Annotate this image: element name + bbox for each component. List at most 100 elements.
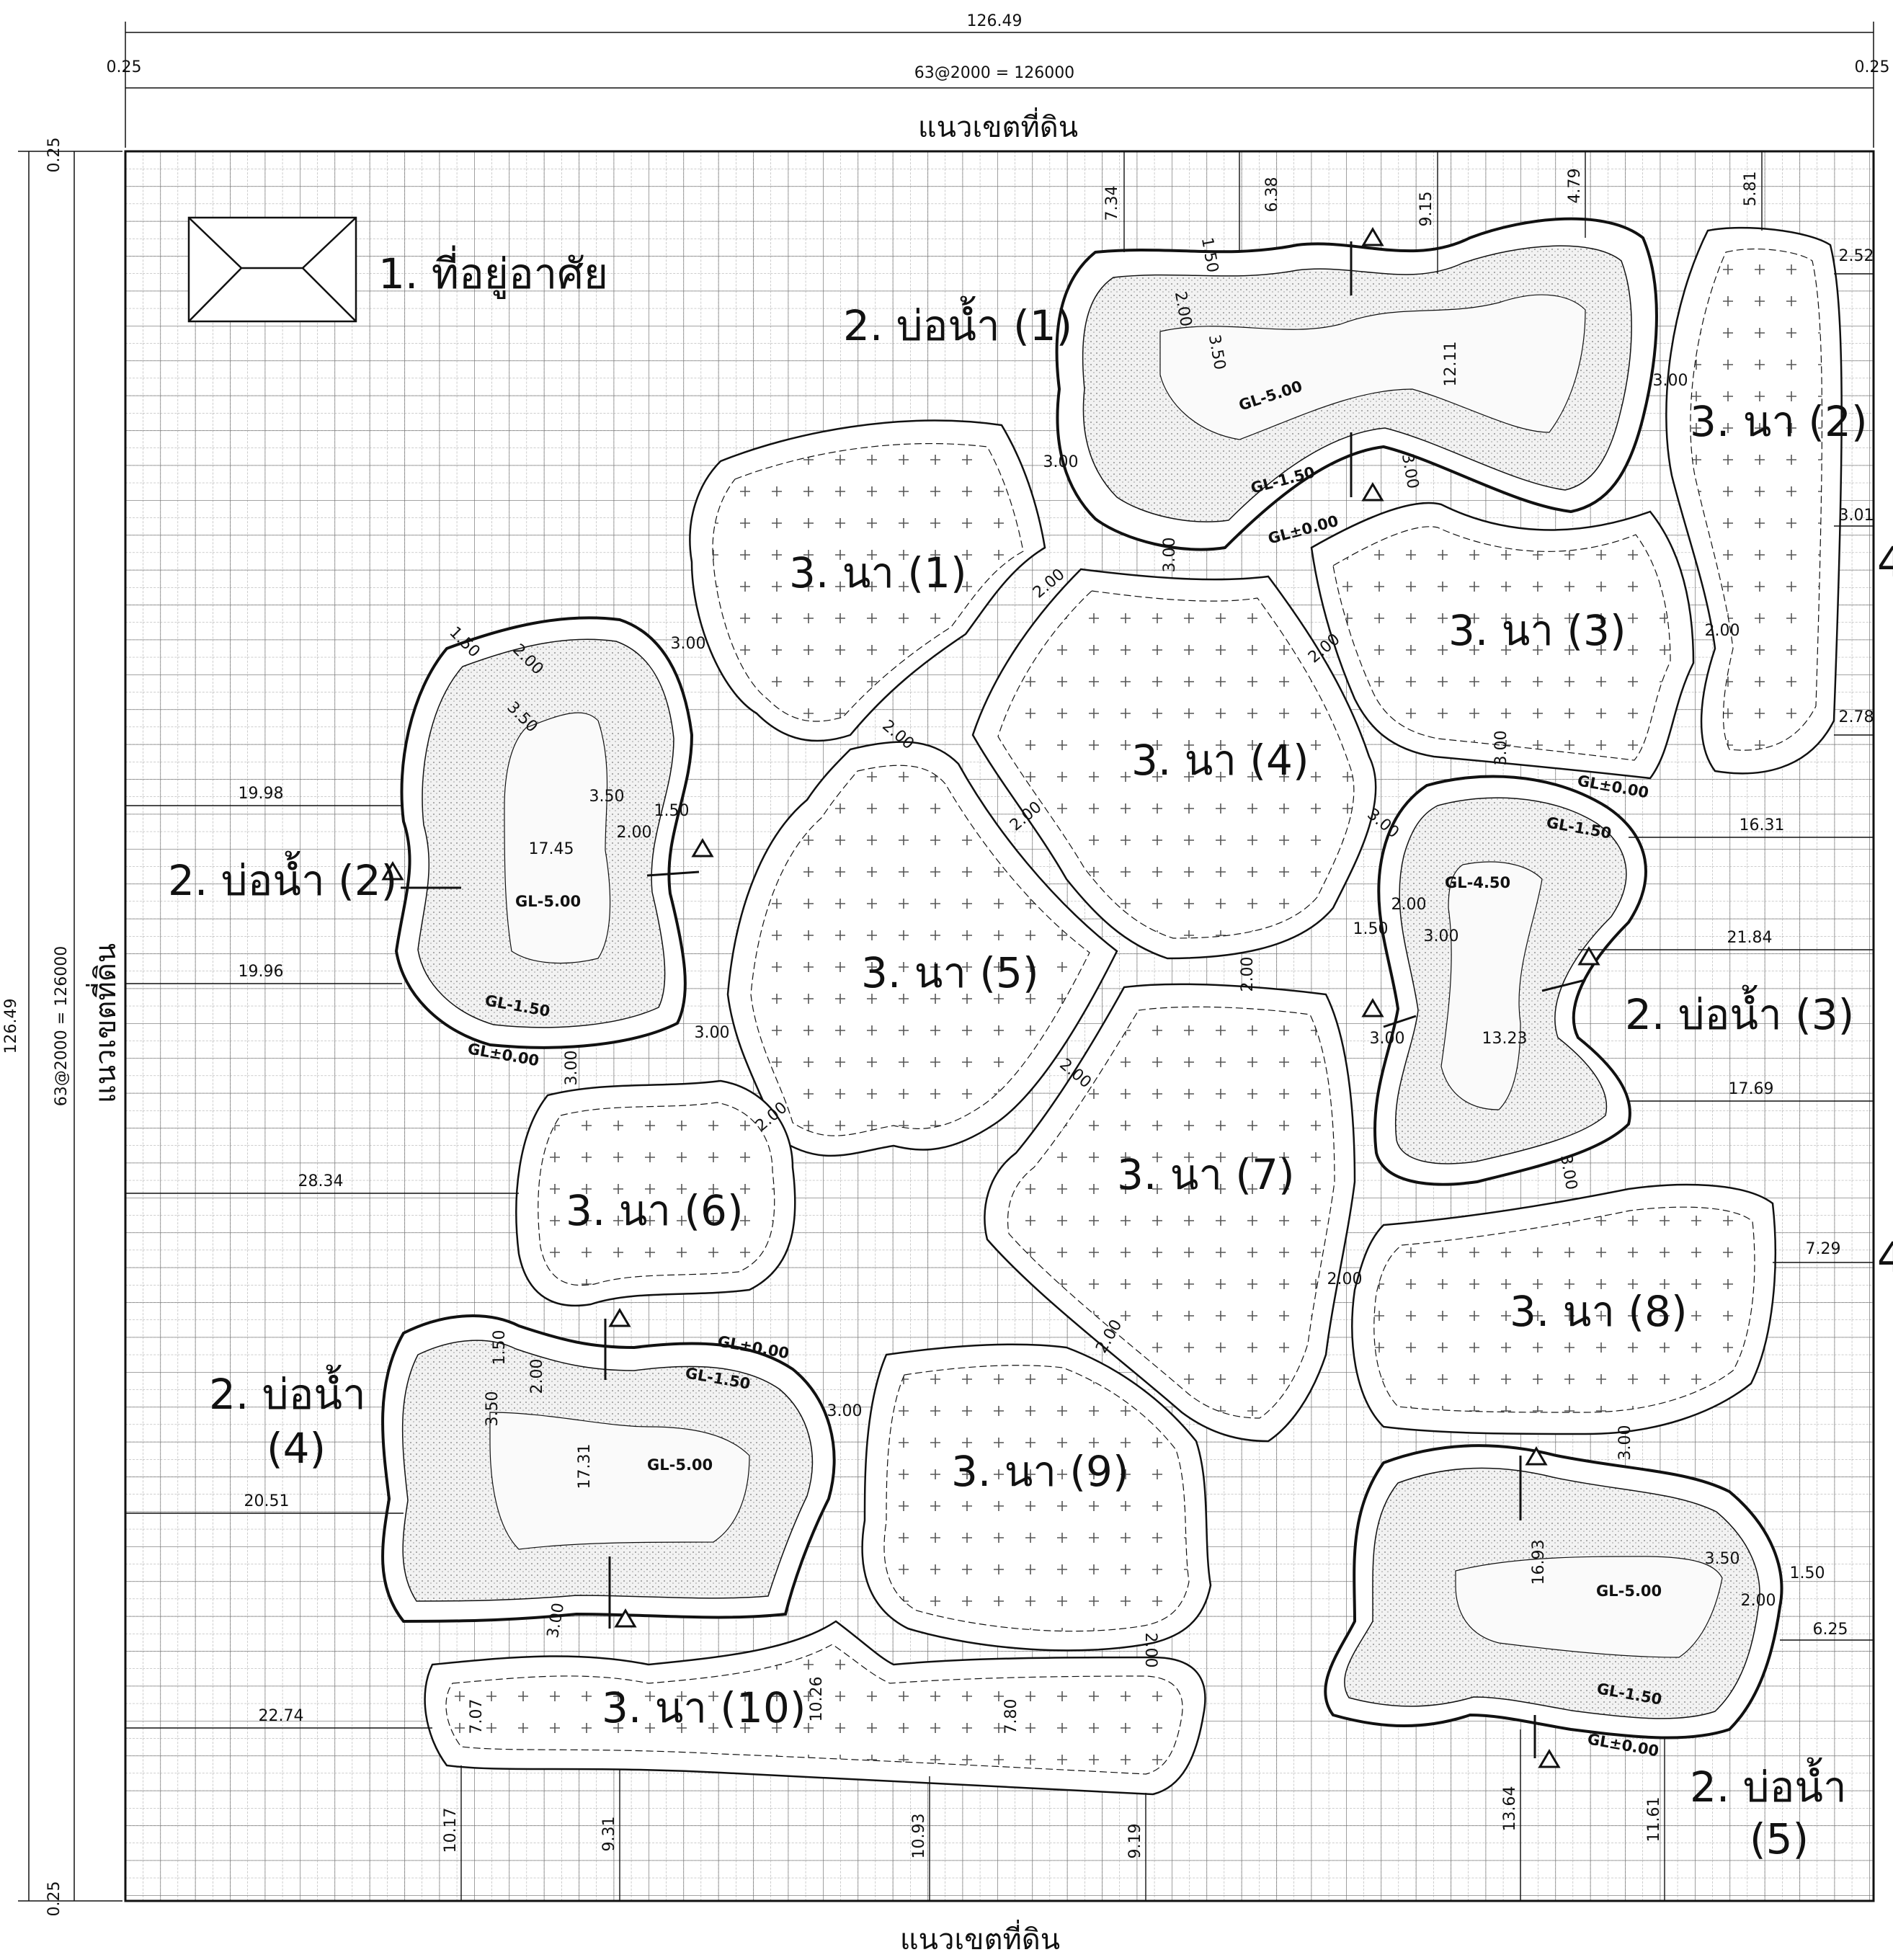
pond-4-area — [381, 1314, 836, 1623]
dim-p5-b: 6.25 — [1813, 1621, 1848, 1639]
dim-p4-b: 17.31 — [576, 1444, 594, 1489]
dim-p3-a: 16.31 — [1740, 816, 1785, 834]
pond-3-label: 2. บ่อน้ำ (3) — [1625, 985, 1854, 1039]
boundary-label-top: แนวเขตที่ดิน — [918, 107, 1078, 144]
field-2-area — [1665, 226, 1843, 775]
dim-p4-w350: 3.50 — [484, 1391, 502, 1427]
level-pond5-bottom: GL-5.00 — [1596, 1582, 1662, 1600]
field-4-area — [971, 568, 1377, 960]
field-6-label: 3. นา (6) — [566, 1186, 744, 1235]
dim-p3-gap-2: 3.00 — [1370, 1030, 1405, 1048]
field-1-label: 3. นา (1) — [789, 548, 967, 597]
dim-p4-a: 20.51 — [244, 1492, 290, 1510]
dim-f10-b: 10.26 — [808, 1677, 826, 1722]
residence-label: 1. ที่อยู่อาศัย — [378, 245, 608, 299]
dim-f4-gap-4: 2.00 — [1239, 957, 1257, 992]
dim-p2-w200-b: 2.00 — [617, 824, 652, 842]
edge-offset-left-top: 0.25 — [45, 138, 63, 173]
dim-p2-c: 17.45 — [529, 840, 574, 858]
dim-p1-d: 4.79 — [1566, 169, 1584, 204]
dim-p3-w200: 2.00 — [1391, 896, 1427, 914]
pond-4-label-line2: (4) — [267, 1424, 326, 1473]
dim-p4-gap-1: 3.00 — [827, 1402, 863, 1420]
dim-p2-gap-1: 3.00 — [671, 635, 706, 653]
dim-l-a: 28.34 — [298, 1172, 344, 1190]
pond-5-label-line1: 2. บ่อน้ำ — [1690, 1758, 1847, 1812]
overall-height-label: 126.49 — [2, 999, 20, 1054]
edge-label-4-bottom: 4 — [1877, 1233, 1893, 1282]
dim-p3-d: 13.23 — [1482, 1030, 1528, 1048]
dim-b-b: 9.31 — [600, 1817, 618, 1852]
level-pond2-bottom: GL-5.00 — [515, 893, 581, 910]
edge-offset-left-bottom: 0.25 — [45, 1881, 63, 1917]
dim-p2-gap-2: 3.00 — [695, 1024, 730, 1042]
boundary-label-left: แนวเขตที่ดิน — [86, 943, 123, 1103]
dim-p1-f: 12.11 — [1442, 342, 1460, 387]
dim-p5-a: 16.93 — [1530, 1540, 1548, 1585]
dim-p3-gap-1: 3.00 — [1492, 731, 1510, 766]
fields-layer — [424, 226, 1843, 1796]
dim-b-d: 9.19 — [1126, 1824, 1144, 1859]
pond-4-label-line1: 2. บ่อน้ำ — [209, 1365, 366, 1419]
dim-p5-w150: 1.50 — [1790, 1564, 1825, 1582]
dim-p4-w150: 1.50 — [491, 1330, 509, 1366]
pond-2-area — [394, 616, 694, 1049]
dimension-lines — [125, 151, 1874, 1901]
dim-p3-w150: 1.50 — [1353, 920, 1389, 938]
dim-b-e: 13.64 — [1501, 1786, 1519, 1832]
dim-p3-c: 17.69 — [1729, 1080, 1774, 1098]
field-8-label: 3. นา (8) — [1510, 1287, 1688, 1336]
field-10-area — [424, 1620, 1206, 1796]
edge-offset-top-right: 0.25 — [1855, 58, 1890, 76]
dim-f3-gap: 2.00 — [1705, 622, 1740, 640]
level-pond3-bottom: GL-4.50 — [1445, 874, 1510, 891]
field-3-label: 3. นา (3) — [1448, 606, 1626, 655]
dim-r-c: 2.78 — [1839, 708, 1874, 726]
dim-f7-gap-1: 2.00 — [1327, 1270, 1363, 1288]
dim-r-a: 2.52 — [1839, 247, 1874, 265]
edge-offset-top-left: 0.25 — [107, 58, 142, 76]
field-5-area — [726, 741, 1118, 1157]
field-7-area — [984, 983, 1356, 1443]
dim-p1-gap-4: 3.00 — [1653, 372, 1688, 390]
dim-p2-gap-3: 3.00 — [563, 1051, 581, 1086]
dim-b-a: 10.17 — [442, 1808, 460, 1853]
pond-3-area — [1373, 775, 1647, 1186]
overall-dimensions — [18, 22, 1874, 1902]
dim-p2-w150-b: 1.50 — [654, 802, 690, 820]
pond-5-area — [1324, 1444, 1783, 1740]
boundary-label-bottom: แนวเขตที่ดิน — [900, 1920, 1060, 1956]
dim-p1-e: 5.81 — [1742, 172, 1760, 207]
field-6-area — [515, 1079, 796, 1307]
field-3-area — [1310, 502, 1695, 780]
field-9-label: 3. นา (9) — [951, 1447, 1129, 1496]
dim-p1-gap-2: 3.00 — [1161, 538, 1179, 573]
dim-p4-w200: 2.00 — [528, 1359, 546, 1394]
grid-spec-left-label: 63@2000 = 126000 — [53, 946, 71, 1106]
dim-p1-a: 7.34 — [1103, 186, 1121, 221]
dim-p1-c: 9.15 — [1417, 192, 1435, 227]
overall-width-label: 126.49 — [967, 12, 1023, 30]
dim-r-b: 3.01 — [1839, 507, 1874, 525]
pond-1-label: 2. บ่อน้ำ (1) — [843, 296, 1072, 350]
dim-f10-c: 7.80 — [1002, 1699, 1020, 1734]
dim-p2-b: 19.96 — [239, 963, 284, 981]
field-5-label: 3. นา (5) — [861, 948, 1039, 997]
dim-p5-gap: 3.00 — [1616, 1425, 1634, 1461]
dim-b-c: 10.93 — [910, 1814, 928, 1859]
dim-p2-w350-b: 3.50 — [589, 788, 625, 806]
pond-2-label: 2. บ่อน้ำ (2) — [168, 851, 397, 905]
ponds-layer — [381, 217, 1783, 1740]
field-8-area — [1351, 1183, 1776, 1435]
dim-p5-w350: 3.50 — [1705, 1550, 1740, 1568]
field-1-area — [689, 419, 1046, 742]
grid-spec-top-label: 63@2000 = 126000 — [914, 64, 1074, 82]
field-9-area — [861, 1343, 1212, 1652]
dim-p3-b: 21.84 — [1727, 929, 1773, 947]
dim-f10-a: 7.07 — [468, 1699, 486, 1734]
field-2-label: 3. นา (2) — [1690, 397, 1868, 446]
section-markers — [381, 227, 1600, 1768]
dim-p3-w300: 3.00 — [1424, 927, 1459, 945]
residence-icon — [187, 216, 357, 323]
level-pond4-bottom: GL-5.00 — [647, 1456, 713, 1474]
